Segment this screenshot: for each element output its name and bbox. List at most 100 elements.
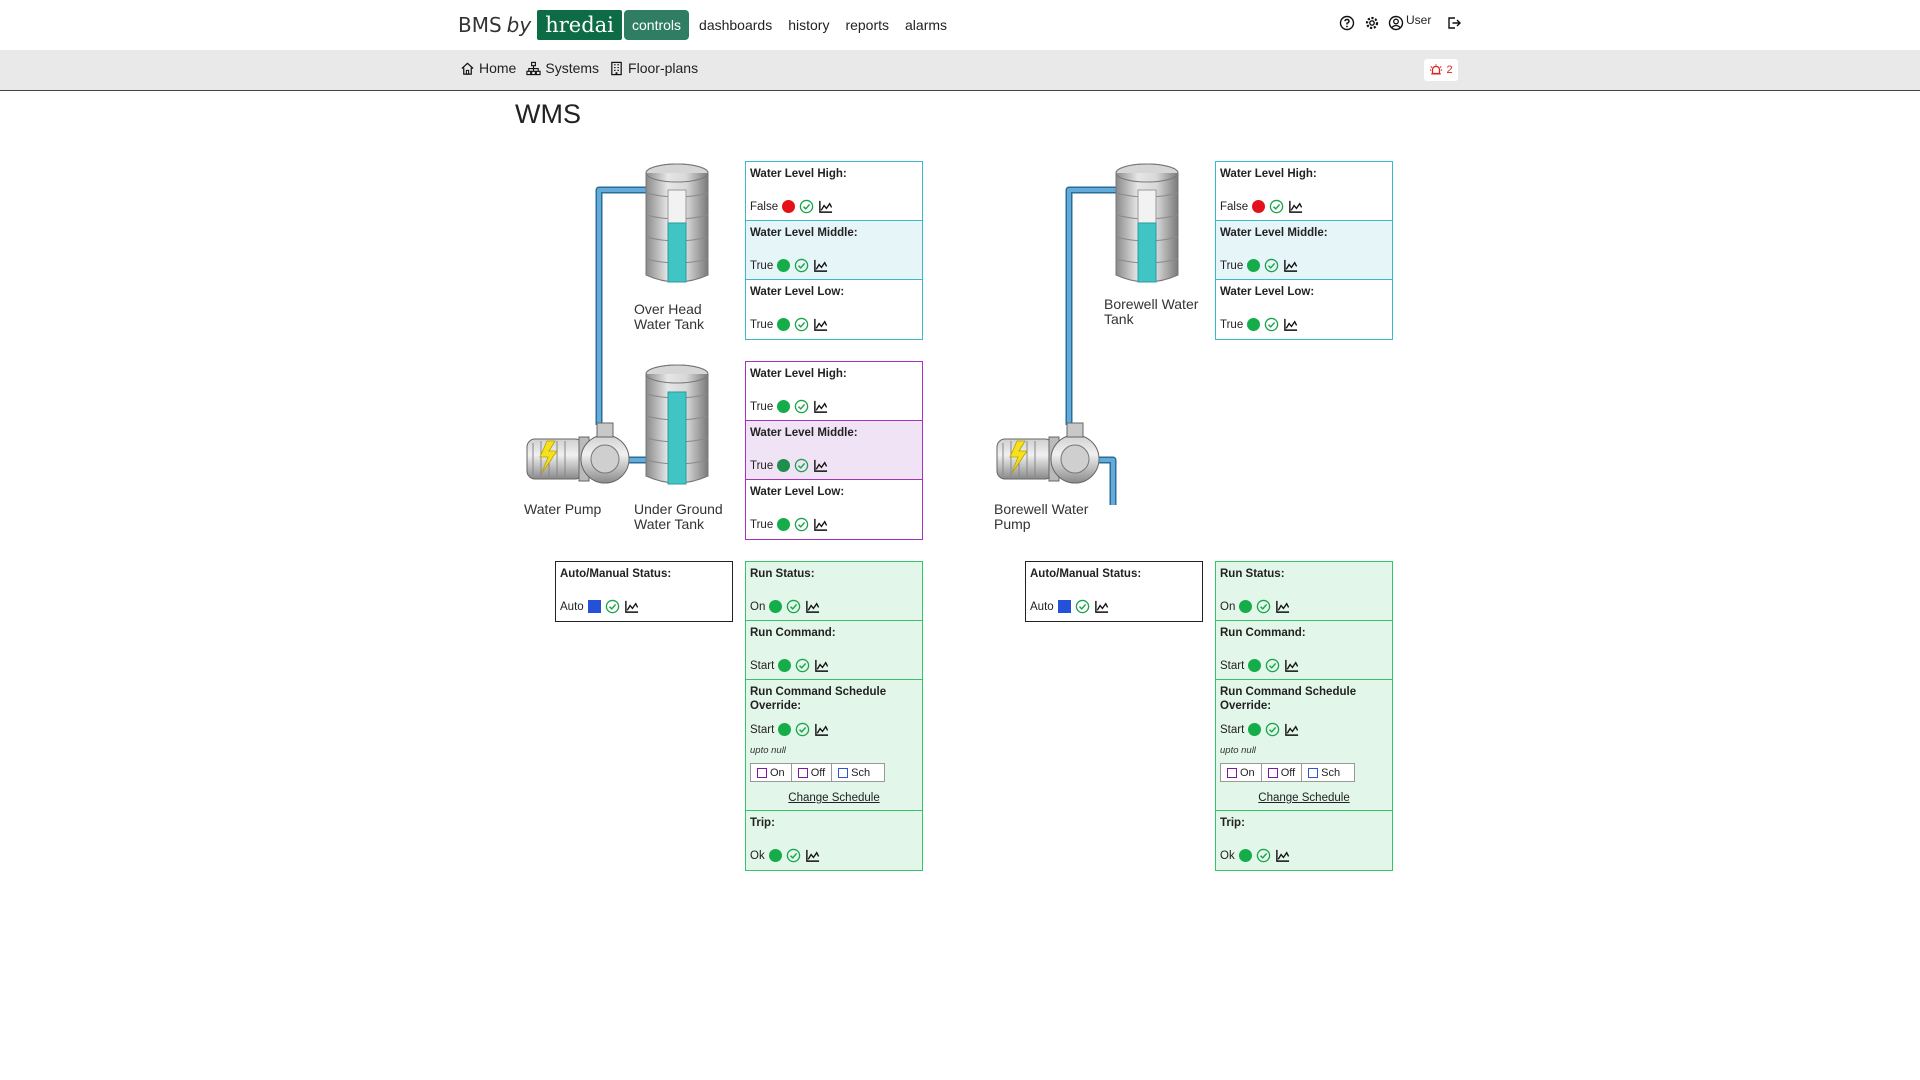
- user-icon[interactable]: User: [1388, 12, 1432, 31]
- water-pump-auto-manual-panel: Auto/Manual Status: Auto: [555, 561, 733, 622]
- run-status-value: On: [1220, 600, 1236, 613]
- nav-dashboards[interactable]: dashboards: [699, 17, 773, 33]
- change-schedule-link[interactable]: Change Schedule: [1258, 792, 1350, 804]
- check-icon[interactable]: [1264, 258, 1279, 273]
- borewell-tank-panel: Water Level High: False Water Level Midd…: [1215, 161, 1393, 340]
- link-floorplans[interactable]: Floor-plans: [609, 60, 698, 76]
- trip-label: Trip:: [750, 817, 775, 829]
- check-icon[interactable]: [799, 199, 814, 214]
- schedule-override-value: Start: [750, 723, 775, 736]
- borewell-pump-graphic[interactable]: [996, 422, 1100, 484]
- pipes: [595, 186, 1117, 505]
- main-nav: controls dashboards history reports alar…: [624, 10, 955, 40]
- link-systems[interactable]: Systems: [526, 60, 599, 76]
- nav-reports[interactable]: reports: [845, 17, 890, 33]
- override-sch-button[interactable]: Sch: [832, 764, 884, 781]
- logout-icon[interactable]: [1445, 14, 1462, 31]
- trend-chart-icon[interactable]: [814, 658, 829, 673]
- check-icon[interactable]: [786, 848, 801, 863]
- edit-checkbox-icon: [1267, 767, 1278, 778]
- trend-chart-icon[interactable]: [813, 258, 828, 273]
- check-icon[interactable]: [794, 258, 809, 273]
- under-ground-tank-panel: Water Level High: True Water Level Middl…: [745, 361, 923, 540]
- status-dot: [777, 318, 791, 331]
- trend-chart-icon[interactable]: [805, 848, 820, 863]
- trend-chart-icon[interactable]: [1094, 599, 1109, 614]
- trend-chart-icon[interactable]: [813, 399, 828, 414]
- check-icon[interactable]: [1265, 658, 1280, 673]
- level-middle-label: Water Level Middle:: [750, 427, 858, 439]
- check-icon[interactable]: [1269, 199, 1284, 214]
- trend-chart-icon[interactable]: [1284, 722, 1299, 737]
- level-middle-label: Water Level Middle:: [1220, 227, 1328, 239]
- check-icon[interactable]: [1075, 599, 1090, 614]
- trend-chart-icon[interactable]: [624, 599, 639, 614]
- schedule-override-label: Run Command Schedule Override:: [1220, 686, 1357, 712]
- run-command-row: Run Command: Start: [746, 621, 922, 680]
- brand-logo[interactable]: BMS by hredai: [458, 10, 622, 40]
- nav-history[interactable]: history: [788, 17, 830, 33]
- check-icon[interactable]: [794, 458, 809, 473]
- water-pump-graphic[interactable]: [526, 422, 630, 484]
- caption-line: Pump: [994, 516, 1031, 532]
- override-on-button[interactable]: On: [751, 764, 792, 781]
- run-command-label: Run Command:: [1220, 627, 1306, 639]
- override-on-button[interactable]: On: [1221, 764, 1262, 781]
- sitemap-icon: [526, 61, 541, 75]
- auto-manual-label: Auto/Manual Status:: [560, 568, 672, 580]
- run-command-label: Run Command:: [750, 627, 836, 639]
- status-dot: [778, 723, 792, 736]
- user-label: User: [1406, 12, 1432, 27]
- check-icon[interactable]: [795, 658, 810, 673]
- check-icon[interactable]: [794, 399, 809, 414]
- override-off-button[interactable]: Off: [792, 764, 833, 781]
- under-ground-water-tank[interactable]: [645, 364, 709, 485]
- trend-chart-icon[interactable]: [1288, 199, 1303, 214]
- check-icon[interactable]: [605, 599, 620, 614]
- trend-chart-icon[interactable]: [1275, 599, 1290, 614]
- status-dot: [768, 849, 782, 862]
- alarm-count: 2: [1446, 64, 1453, 76]
- trend-chart-icon[interactable]: [805, 599, 820, 614]
- help-icon[interactable]: [1338, 14, 1355, 31]
- status-dot: [1239, 600, 1253, 613]
- check-icon[interactable]: [786, 599, 801, 614]
- schedule-override-value: Start: [1220, 723, 1245, 736]
- level-high-label: Water Level High:: [1220, 168, 1317, 180]
- change-schedule-link[interactable]: Change Schedule: [788, 792, 880, 804]
- trend-chart-icon[interactable]: [1284, 658, 1299, 673]
- trend-chart-icon[interactable]: [818, 199, 833, 214]
- trend-chart-icon[interactable]: [1283, 258, 1298, 273]
- over-head-water-tank[interactable]: [645, 163, 709, 283]
- home-icon: [461, 62, 474, 75]
- check-icon[interactable]: [1256, 599, 1271, 614]
- trend-chart-icon[interactable]: [814, 722, 829, 737]
- nav-controls[interactable]: controls: [624, 10, 690, 40]
- level-middle-row: Water Level Middle: True: [746, 421, 922, 480]
- check-icon[interactable]: [1265, 722, 1280, 737]
- nav-alarms[interactable]: alarms: [905, 17, 948, 33]
- status-dot: [1247, 259, 1261, 272]
- check-icon[interactable]: [1264, 317, 1279, 332]
- status-dot: [777, 459, 791, 472]
- trend-chart-icon[interactable]: [1283, 317, 1298, 332]
- borewell-water-tank[interactable]: [1115, 163, 1179, 283]
- gear-icon[interactable]: [1363, 14, 1380, 31]
- link-home[interactable]: Home: [460, 60, 516, 76]
- trip-value: Ok: [1220, 849, 1235, 862]
- level-high-value: True: [750, 400, 774, 413]
- override-sch-button[interactable]: Sch: [1302, 764, 1354, 781]
- status-dot: [777, 400, 791, 413]
- check-icon[interactable]: [795, 722, 810, 737]
- check-icon[interactable]: [1256, 848, 1271, 863]
- level-low-row: Water Level Low: True: [746, 480, 922, 539]
- check-icon[interactable]: [794, 317, 809, 332]
- trend-chart-icon[interactable]: [813, 458, 828, 473]
- check-icon[interactable]: [794, 517, 809, 532]
- override-off-button[interactable]: Off: [1262, 764, 1303, 781]
- trend-chart-icon[interactable]: [1275, 848, 1290, 863]
- trend-chart-icon[interactable]: [813, 517, 828, 532]
- alarm-badge[interactable]: 2: [1424, 59, 1458, 81]
- trend-chart-icon[interactable]: [813, 317, 828, 332]
- override-on-label: On: [770, 766, 785, 779]
